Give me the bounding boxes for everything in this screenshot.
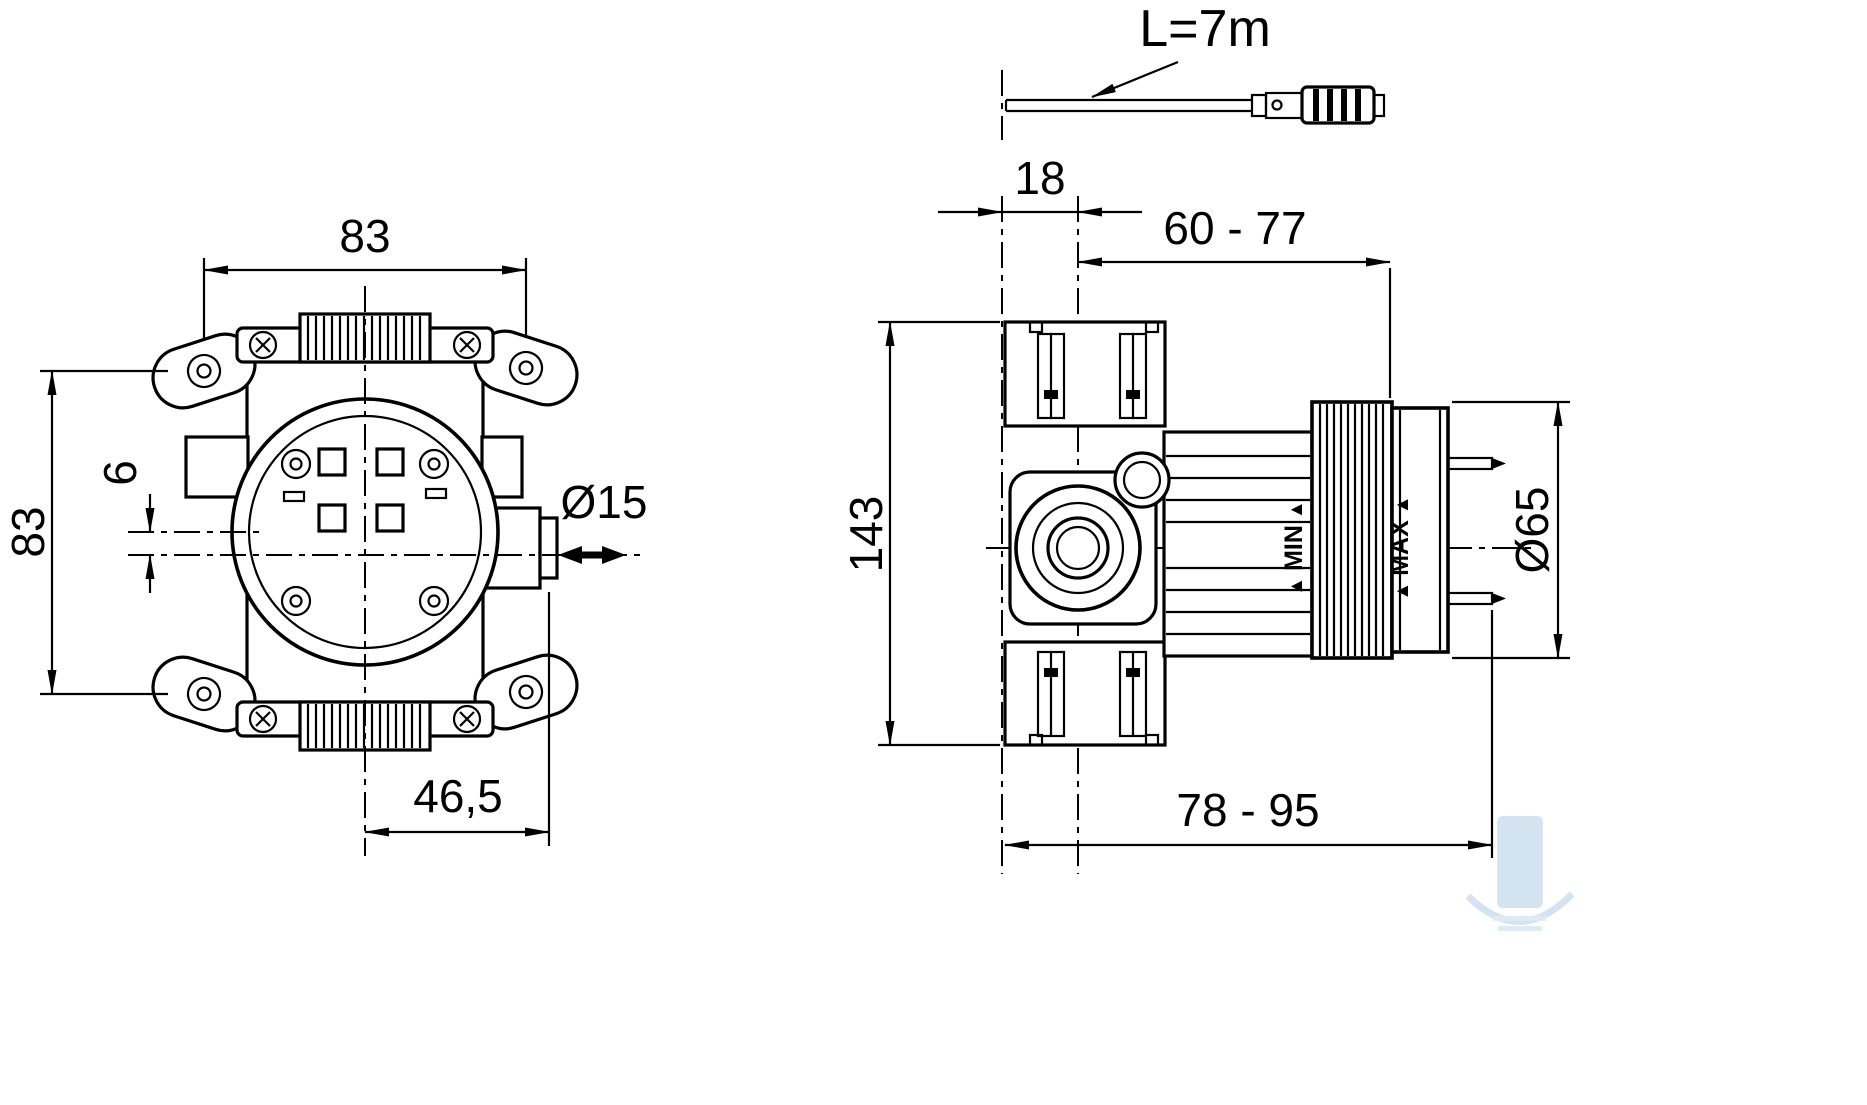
cable-ferrule [1250,93,1268,118]
bracket-top [1003,320,1167,428]
function-ports [282,447,448,533]
dim-60-77: 60 - 77 [1077,202,1392,398]
min-label: MIN [1280,525,1308,571]
double-arrow-icon [558,546,626,564]
dim-label-83-top: 83 [339,210,390,262]
max-label: MAX [1386,520,1414,576]
valve-body-side [1008,430,1314,658]
dim-label-46-5: 46,5 [413,770,503,822]
triangle-marker-icon: ▲ [1286,500,1307,519]
flange-screw [248,704,482,734]
dim-label-o15: Ø15 [561,476,648,528]
front-view: 83 83 6 46,5 Ø15 [2,210,647,856]
triangle-marker-icon: ▲ [1392,495,1413,514]
bracket-bottom [1003,640,1167,747]
watermark [1465,816,1575,931]
serration-top [306,316,422,360]
dim-label-60-77: 60 - 77 [1163,202,1306,254]
threaded-sleeve [1310,400,1394,660]
cartridge-screw [280,448,450,617]
dim-83-top: 83 [202,210,528,340]
dim-6: 6 [94,460,155,593]
cable-plug [1300,85,1376,125]
side-view: L=7m [840,0,1570,874]
plug-ribs [1313,89,1361,121]
max-depth-marker: ▲ MAX ▲ [1386,495,1414,600]
dim-label-6: 6 [94,460,146,486]
cable-connector [1264,91,1304,120]
min-depth-marker: ▲ MIN ▲ [1280,500,1308,595]
cable-length-label: L=7m [1139,0,1271,58]
connection-pins [1446,456,1506,606]
cable-leader-arrow [1091,60,1179,99]
upper-port [1113,451,1171,509]
center-boss [1014,484,1142,612]
dim-18: 18 [938,152,1142,217]
dim-label-o65: Ø65 [1506,487,1558,574]
dim-46-5: 46,5 [364,592,551,846]
dim-78-95: 78 - 95 [1004,610,1494,858]
serration-bottom [306,704,422,748]
protection-cap [1390,406,1450,654]
dim-o15: Ø15 [558,476,647,564]
dim-o65: Ø65 [1452,400,1570,660]
dim-label-143: 143 [840,496,892,573]
left-tab [184,435,250,499]
corner-lug-top-right [473,329,579,407]
dim-label-78-95: 78 - 95 [1176,784,1319,836]
cable-assembly: L=7m [1004,0,1386,125]
flange-screw [248,330,482,360]
dim-143: 143 [840,320,1000,747]
triangle-marker-icon: ▲ [1286,577,1307,596]
dim-label-18: 18 [1014,152,1065,204]
triangle-marker-icon: ▲ [1392,582,1413,601]
sleeve-threads [1318,404,1385,656]
dim-83-left: 83 [2,369,168,696]
dim-label-83-left: 83 [2,506,54,557]
body-fins [1166,454,1310,636]
